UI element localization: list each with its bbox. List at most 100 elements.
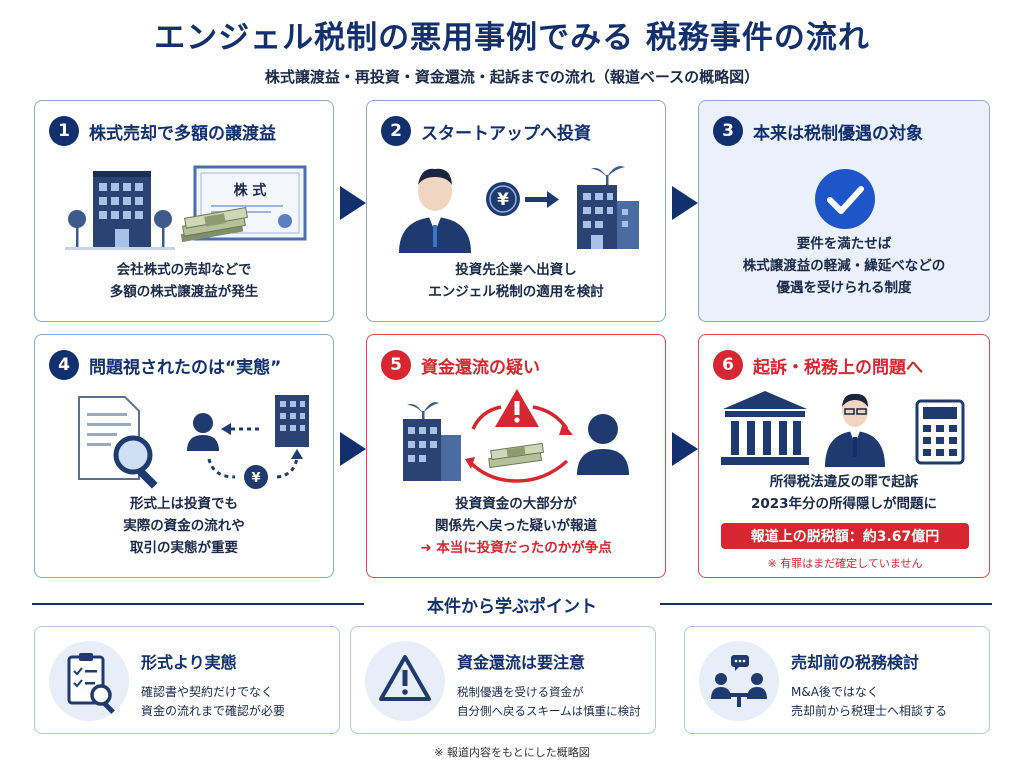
step-number: 4 <box>49 350 79 380</box>
step-description: 投資資金の大部分が 関係先へ戻った疑いが報道 ➜ 本当に投資だったのかが争点 <box>377 493 655 559</box>
step-description: 所得税法違反の罪で起訴 2023年分の所得隠しが問題に <box>709 471 979 515</box>
step-header: 1 株式売却で多額の譲渡益 <box>49 115 323 147</box>
dispute-text: 本当に投資だったのかが争点 <box>436 540 612 556</box>
consultation-icon <box>699 641 779 721</box>
step-heading: スタートアップへ投資 <box>421 123 591 144</box>
step-description: 投資先企業へ出資し エンジェル税制の適用を検討 <box>377 259 655 303</box>
step-description: 要件を満たせば 株式譲渡益の軽減・繰延べなどの 優遇を受けられる制度 <box>709 233 979 299</box>
step-card-6: 6 起訴・税務上の問題へ <box>698 334 990 578</box>
lesson-text-line: 自分側へ戻るスキームは慎重に検討 <box>457 704 641 718</box>
step-text-line: 実際の資金の流れや <box>123 518 245 534</box>
step-number: 1 <box>49 116 79 146</box>
step-heading: 資金還流の疑い <box>421 357 540 378</box>
lesson-text: 税制優遇を受ける資金が 自分側へ戻るスキームは慎重に検討 <box>457 683 651 721</box>
official-person-icon <box>825 393 885 467</box>
step-text-line: 会社株式の売却などで <box>116 262 252 278</box>
lesson-text: M&A後ではなく 売却前から税理士へ相談する <box>791 683 985 721</box>
lesson-text-line: 資金の流れまで確認が必要 <box>141 704 286 718</box>
building-icon <box>275 395 309 447</box>
lesson-text-line: 売却前から税理士へ相談する <box>791 704 948 718</box>
step-text-line: 優遇を受けられる制度 <box>776 280 912 296</box>
yen-coin-icon: ¥ <box>244 465 268 489</box>
step-number: 6 <box>713 350 743 380</box>
step-text-line: 要件を満たせば <box>796 236 892 252</box>
verdict-note: ※ 有罪はまだ確定していません <box>767 557 923 570</box>
lessons-divider: 本件から学ぶポイント <box>32 592 992 617</box>
step-illustration <box>377 389 657 489</box>
tree-icon <box>68 210 172 247</box>
step-header: 4 問題視されたのは“実態” <box>49 349 323 381</box>
step-text-line: 2023年分の所得隠しが問題に <box>750 496 938 512</box>
step-card-1: 1 株式売却で多額の譲渡益 株 式 <box>34 100 334 322</box>
flow-arrow-icon <box>340 186 366 220</box>
step-number: 2 <box>381 116 411 146</box>
red-arrow-icon: ➜ <box>420 540 437 556</box>
person-icon <box>187 413 219 451</box>
step-text-line: 所得税法違反の罪で起訴 <box>769 474 919 490</box>
step-heading: 起訴・税務上の問題へ <box>753 357 923 378</box>
dashed-arrow-icon <box>207 423 303 479</box>
flow-arrow-icon <box>672 432 698 466</box>
lesson-text-line: 税制優遇を受ける資金が <box>457 685 584 699</box>
lesson-title: 売却前の税務検討 <box>791 653 920 672</box>
startup-building-icon <box>403 402 461 481</box>
lesson-card-1: 形式より実態 確認書や契約だけでなく 資金の流れまで確認が必要 <box>34 626 340 734</box>
flow-arrow-icon <box>672 186 698 220</box>
checkmark-icon <box>815 169 875 229</box>
step-card-2: 2 スタートアップへ投資 ¥ <box>366 100 666 322</box>
lesson-text-line: 確認書や契約だけでなく <box>141 685 274 699</box>
document-magnifier-icon <box>78 396 158 489</box>
lesson-title: 形式より実態 <box>141 653 237 672</box>
cash-stack-icon <box>488 442 545 469</box>
office-building-icon <box>93 171 151 247</box>
step-text-line: 多額の株式譲渡益が発生 <box>109 284 259 300</box>
page-subtitle: 株式譲渡益・再投資・資金還流・起訴までの流れ（報道ベースの概略図） <box>264 68 760 86</box>
step-illustration <box>709 155 981 255</box>
step-illustration: ¥ <box>377 155 657 255</box>
lesson-title: 資金還流は要注意 <box>457 653 586 672</box>
step-number: 3 <box>713 116 743 146</box>
tax-amount-badge: 報道上の脱税額：約3.67億円 <box>721 523 969 549</box>
circular-flow-arrows <box>465 405 573 483</box>
step-heading: 株式売却で多額の譲渡益 <box>89 123 276 144</box>
cash-stack-icon <box>180 206 248 243</box>
step-text-line: 取引の実態が重要 <box>130 540 238 556</box>
step-heading: 本来は税制優遇の対象 <box>753 123 923 144</box>
page-title: エンジェル税制の悪用事例でみる 税務事件の流れ <box>154 20 870 56</box>
yen-coin-icon: ¥ <box>486 182 520 216</box>
step-header: 2 スタートアップへ投資 <box>381 115 655 147</box>
step-illustration <box>709 389 981 469</box>
step-description: 形式上は投資でも 実際の資金の流れや 取引の実態が重要 <box>45 493 323 559</box>
step-card-3: 3 本来は税制優遇の対象 要件を満たせば 株式譲渡益の軽減・繰延べなどの 優遇を… <box>698 100 990 322</box>
lessons-heading: 本件から学ぶポイント <box>427 597 597 617</box>
step-text-line: エンジェル税制の適用を検討 <box>428 284 604 300</box>
warning-icon <box>365 641 445 721</box>
step-header: 5 資金還流の疑い <box>381 349 655 381</box>
divider-line <box>32 603 364 605</box>
step-card-4: 4 問題視されたのは“実態” <box>34 334 334 578</box>
divider-line <box>660 603 992 605</box>
step-text-line: 投資資金の大部分が <box>455 496 577 512</box>
step-text-line: 株式譲渡益の軽減・繰延べなどの <box>742 258 946 274</box>
warning-icon <box>495 389 539 427</box>
coin-symbol: ¥ <box>497 190 509 210</box>
startup-building-icon <box>577 166 639 249</box>
footnote: ※ 報道内容をもとにした概略図 <box>434 746 590 759</box>
step-text-line: 形式上は投資でも <box>130 496 238 512</box>
step-header: 6 起訴・税務上の問題へ <box>713 349 979 381</box>
lesson-text-line: M&A後ではなく <box>791 685 879 699</box>
lesson-card-2: 資金還流は要注意 税制優遇を受ける資金が 自分側へ戻るスキームは慎重に検討 <box>350 626 656 734</box>
step-text-line: 投資先企業へ出資し <box>455 262 577 278</box>
arrow-right-icon <box>525 191 559 208</box>
dispute-highlight: ➜ 本当に投資だったのかが争点 <box>377 537 655 559</box>
calculator-icon <box>915 399 965 465</box>
step-illustration: 株 式 <box>45 155 325 255</box>
lesson-card-3: 売却前の税務検討 M&A後ではなく 売却前から税理士へ相談する <box>684 626 990 734</box>
stock-certificate-icon: 株 式 <box>193 165 307 241</box>
step-illustration: ¥ <box>45 389 325 489</box>
step-header: 3 本来は税制優遇の対象 <box>713 115 979 147</box>
step-heading: 問題視されたのは“実態” <box>89 357 282 378</box>
step-description: 会社株式の売却などで 多額の株式譲渡益が発生 <box>45 259 323 303</box>
investor-person-icon <box>399 168 471 253</box>
step-number: 5 <box>381 350 411 380</box>
